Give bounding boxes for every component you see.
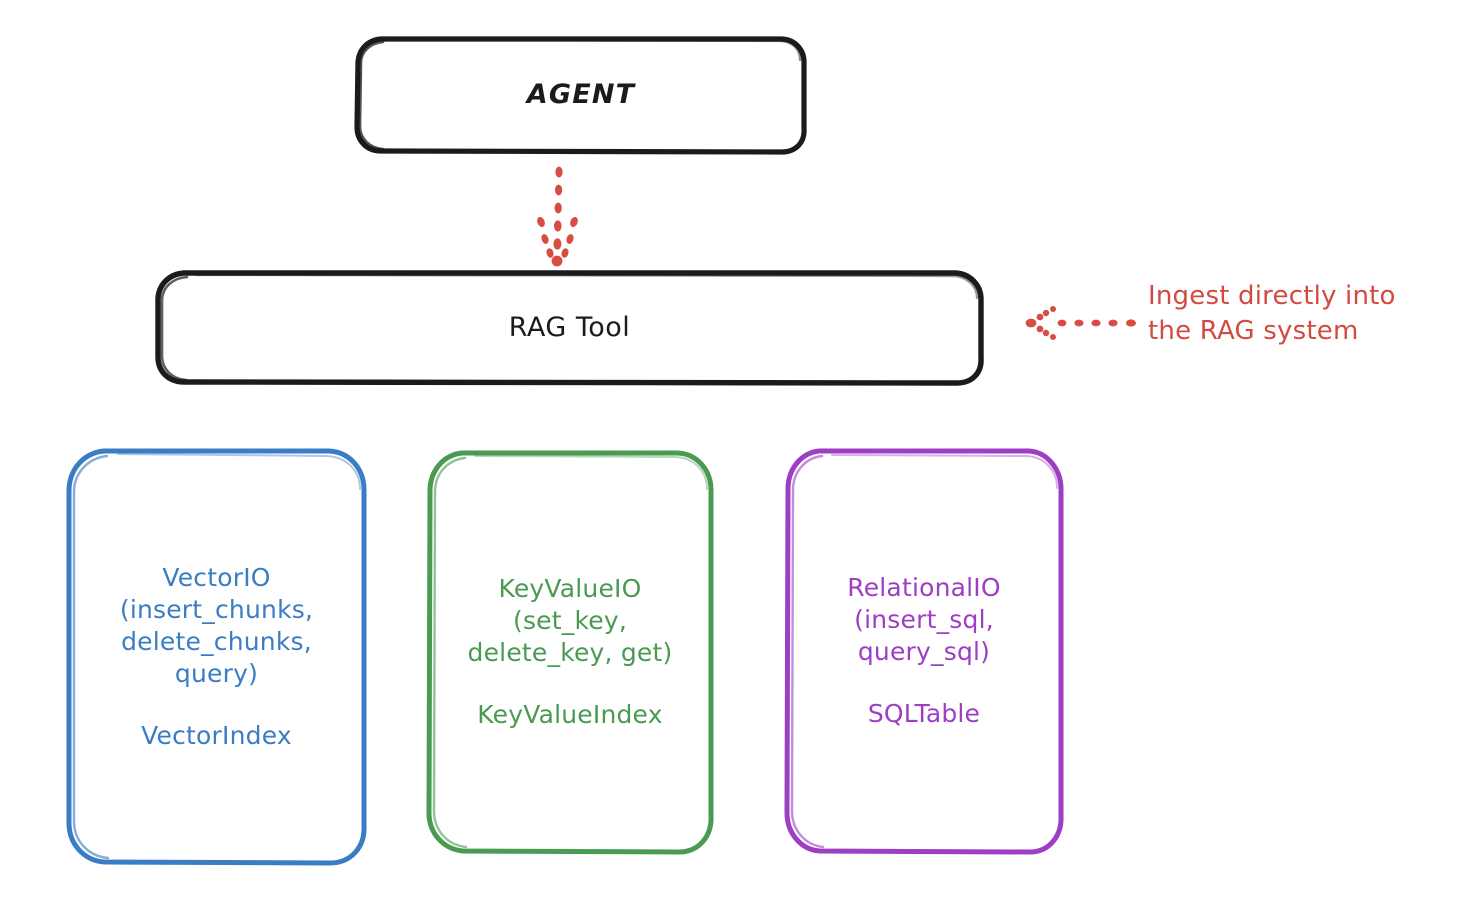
agent-node-label: AGENT xyxy=(526,79,636,111)
vector-io-secondary-label: VectorIndex xyxy=(141,720,292,750)
key-value-io-primary-label: KeyValueIO (set_key, delete_key, get) xyxy=(467,574,673,667)
key-value-io-secondary-label: KeyValueIndex xyxy=(477,700,663,729)
ingest-annotation-text: Ingest directly into the RAG system xyxy=(1148,281,1396,347)
agent-to-rag-tool-arrow xyxy=(537,166,578,267)
relational-io-node[interactable]: RelationalIO (insert_sql, query_sql) SQL… xyxy=(786,450,1062,852)
agent-node[interactable]: AGENT xyxy=(357,38,805,152)
vector-io-node[interactable]: VectorIO (insert_chunks, delete_chunks, … xyxy=(68,450,365,863)
rag-tool-node-label: RAG Tool xyxy=(508,311,631,343)
key-value-io-node[interactable]: KeyValueIO (set_key, delete_key, get) Ke… xyxy=(428,452,712,852)
vector-io-primary-label: VectorIO (insert_chunks, delete_chunks, … xyxy=(119,562,314,688)
rag-tool-node[interactable]: RAG Tool xyxy=(157,272,982,383)
relational-io-secondary-label: SQLTable xyxy=(867,699,981,728)
ingest-to-rag-tool-arrow xyxy=(1025,306,1136,340)
relational-io-primary-label: RelationalIO (insert_sql, query_sql) xyxy=(847,573,1001,666)
